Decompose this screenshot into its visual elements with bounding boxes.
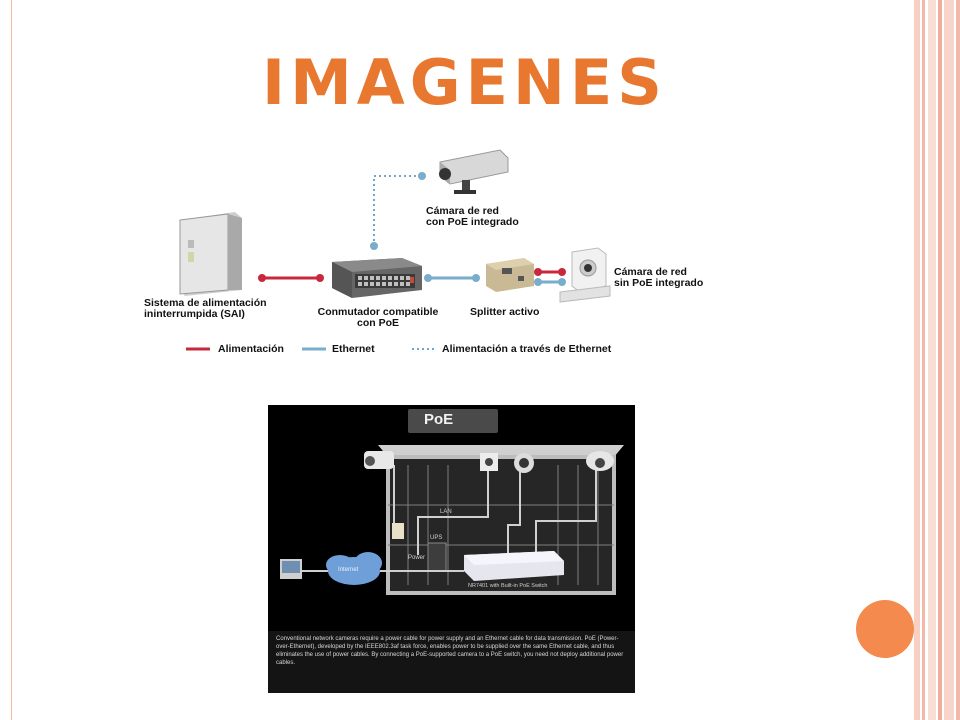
poe-switch-icon [332,258,422,298]
poe-illustration-graphics [268,409,635,693]
internet-cloud-icon [326,552,382,585]
lan-label: LAN [440,509,452,515]
switch-caption: NR7401 with Built-in PoE Switch [468,583,548,589]
poe-heading: PoE [424,411,454,428]
internet-label: Internet [338,567,359,573]
poe-cameras-icons [364,451,614,473]
label-camera-poe: Cámara de red con PoE integrado [426,205,519,228]
legend-power-label: Alimentación [218,343,284,355]
poe-illustration-panel: PoE Internet UPS Power LAN NR7401 with B… [268,405,635,693]
decorative-orange-circle [856,600,914,658]
poe-network-diagram: Cámara de red con PoE integrado Cámara d… [140,140,740,370]
ups-label: UPS [430,535,443,541]
poe-description: Conventional network cameras require a p… [276,636,624,666]
legend-ethernet-label: Ethernet [332,343,375,355]
poe-line-switch-camera [373,175,422,246]
power-label: Power [408,555,426,561]
poe-camera-icon [439,149,509,194]
diagram-graphics [179,149,611,351]
slide-title: IMAGENES [262,46,667,119]
right-decorative-stripes [914,0,960,720]
label-ups: Sistema de alimentación ininterrumpida (… [144,297,267,320]
non-poe-camera-icon [559,247,611,303]
splitter-icon [486,258,534,292]
label-splitter: Splitter activo [470,306,540,318]
label-camera-no-poe: Cámara de red sin PoE integrado [614,266,704,289]
left-frame-line [0,0,12,720]
ups-tower-icon [179,212,242,296]
legend-poe-label: Alimentación a través de Ethernet [442,343,612,355]
label-switch: Conmutador compatible con PoE [317,306,439,329]
